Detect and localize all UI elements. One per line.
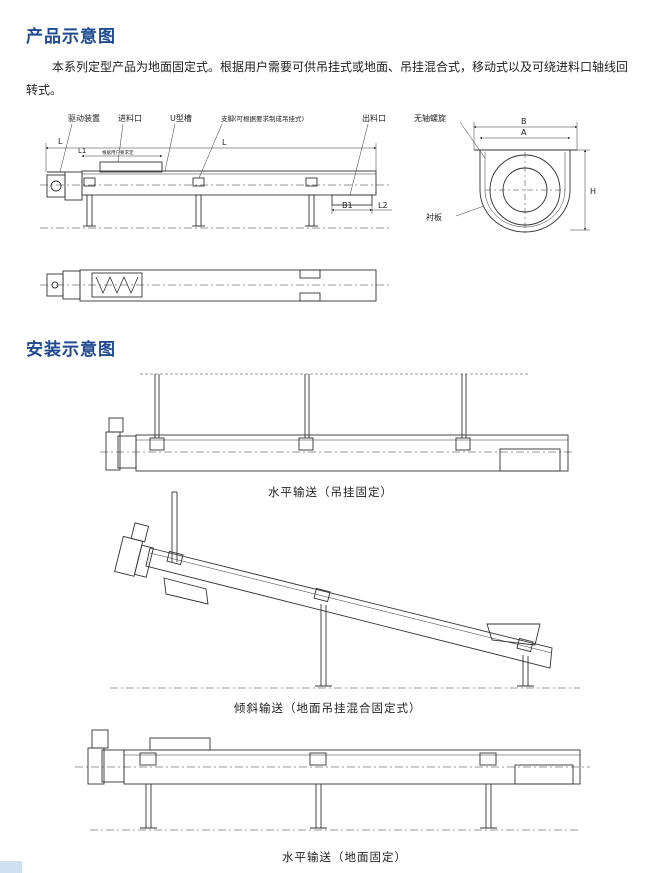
label-inlet: 进料口	[118, 113, 142, 123]
product-diagram-heading: 产品示意图	[26, 27, 116, 47]
intro-text: 本系列定型产品为地面固定式。根据用户需要可供吊挂式或地面、吊挂混合式，移动式以及…	[26, 60, 629, 97]
label-shaftless-spiral: 无轴螺旋	[414, 113, 446, 123]
caption-inclined: 倾斜输送（地面吊挂混合固定式）	[234, 701, 422, 715]
install-hanging-drawing	[100, 373, 575, 472]
dim-l2: L2	[378, 201, 388, 210]
caption-ground: 水平输送（地面固定）	[282, 850, 407, 864]
plan-view-drawing	[40, 269, 392, 302]
dim-note: 根据用户要求定	[102, 149, 134, 156]
label-outlet: 出料口	[362, 113, 386, 123]
dim-l1: L1	[78, 147, 86, 155]
dim-l-small: L	[58, 137, 63, 146]
label-drive: 驱动装置	[68, 113, 100, 123]
dim-a: A	[521, 128, 527, 137]
side-elevation-drawing	[40, 123, 392, 229]
intro-paragraph: 本系列定型产品为地面固定式。根据用户需要可供吊挂式或地面、吊挂混合式，移动式以及…	[26, 56, 638, 102]
corner-tab	[0, 861, 22, 873]
install-diagram-heading: 安装示意图	[26, 340, 116, 360]
dim-h: H	[590, 187, 596, 196]
label-liner: 衬板	[426, 212, 442, 222]
install-inclined-drawing	[110, 491, 580, 689]
caption-hanging: 水平输送（吊挂固定）	[268, 485, 393, 499]
dim-b: B	[521, 117, 527, 126]
dim-b1: B1	[342, 201, 353, 210]
dim-l-big: L	[222, 138, 227, 147]
install-ground-drawing	[75, 729, 590, 831]
label-support: 支脚(可根据要求制成吊挂式)	[221, 114, 304, 123]
label-trough: U型槽	[170, 113, 192, 123]
cross-section-drawing	[455, 121, 590, 235]
